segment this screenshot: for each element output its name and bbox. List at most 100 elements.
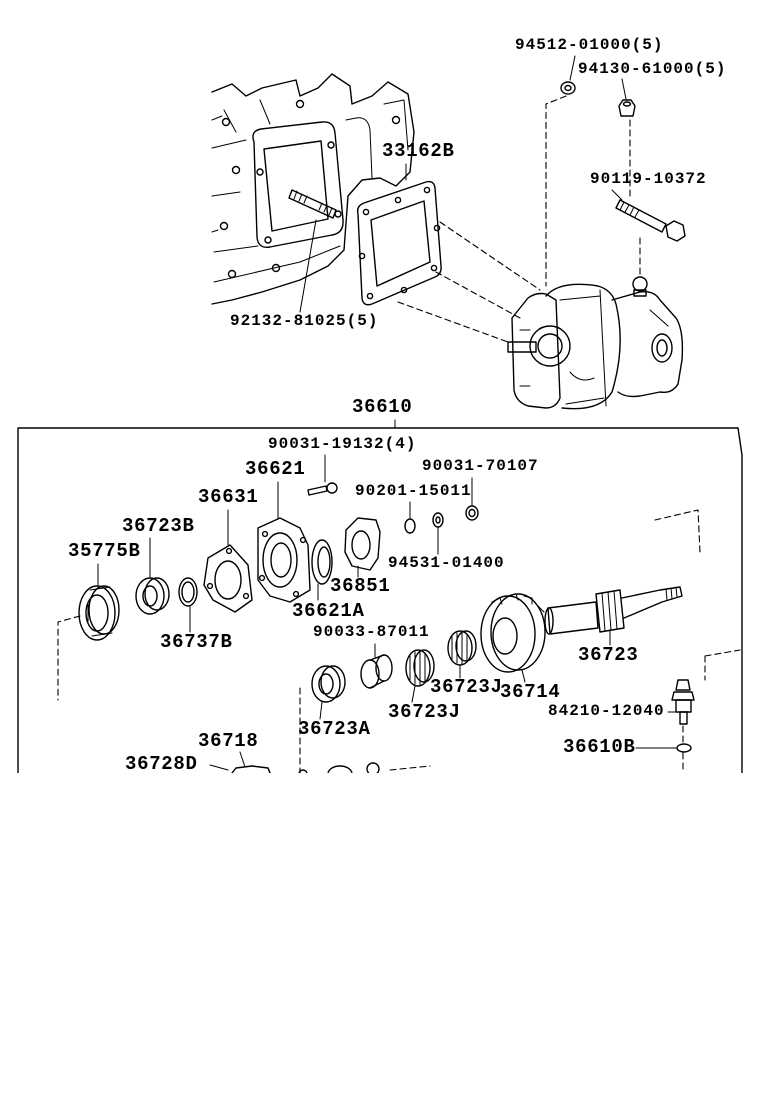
gear-36714-drawing	[480, 593, 546, 673]
partial-part	[231, 765, 271, 773]
cover-outline	[257, 517, 311, 603]
gasket-inner	[370, 200, 431, 287]
callout-90201-15011[interactable]: 90201-15011	[355, 482, 472, 500]
bearing-outer	[405, 649, 431, 687]
bolt-90031-19132-drawing	[307, 482, 338, 496]
parts-diagram: 94512-01000(5) 94130-61000(5) 33162B 901…	[17, 36, 743, 774]
sensor-connector	[675, 679, 691, 691]
callout-36610-assembly[interactable]: 36610	[352, 396, 413, 418]
callout-36728d[interactable]: 36728D	[125, 753, 198, 774]
callout-36723[interactable]: 36723	[578, 644, 639, 666]
nut-bore	[622, 101, 632, 107]
callout-36851[interactable]: 36851	[330, 575, 391, 597]
callout-36714[interactable]: 36714	[500, 681, 561, 703]
pump-side-port	[651, 333, 673, 363]
nut-hex	[618, 99, 636, 117]
callout-36723j-right[interactable]: 36723J	[430, 676, 503, 698]
upper-leader-lines	[299, 55, 627, 313]
gasket-bore	[214, 560, 242, 600]
shaft-front-journal	[547, 601, 599, 635]
gasket-outline	[203, 544, 253, 613]
callout-36631[interactable]: 36631	[198, 486, 259, 508]
callout-90031-19132[interactable]: 90031-19132(4)	[268, 435, 417, 453]
washer-90201-drawing	[404, 518, 416, 534]
callout-36621a[interactable]: 36621A	[292, 600, 365, 622]
speed-sensor-84210-drawing	[671, 679, 695, 725]
bearing-front	[311, 665, 341, 703]
flange-bore	[351, 530, 371, 560]
flange-hole	[264, 236, 272, 244]
callout-90033-87011[interactable]: 90033-87011	[313, 623, 430, 641]
callout-94531-01400[interactable]: 94531-01400	[388, 554, 505, 572]
bearing-back	[144, 577, 170, 611]
callout-90031-70107[interactable]: 90031-70107	[422, 457, 539, 475]
stud-92132-drawing	[288, 189, 337, 219]
bearing-needles	[451, 631, 468, 665]
gasket-hole	[206, 582, 214, 590]
case-bolt-hole	[221, 117, 231, 127]
gasket-hole	[394, 196, 402, 204]
stud-thread	[293, 190, 333, 216]
case-flange-outer	[252, 121, 344, 248]
needle-bearing-36723j-right-drawing	[447, 630, 477, 666]
cover-bolt-hole	[299, 536, 307, 544]
gasket-hole	[400, 286, 408, 294]
washer-36610b-drawing	[676, 743, 692, 753]
callout-94512-01000[interactable]: 94512-01000(5)	[515, 36, 664, 54]
bearing-36723a-drawing	[311, 665, 346, 703]
callout-35775b[interactable]: 35775B	[68, 540, 141, 562]
flange-hole	[327, 141, 335, 149]
gasket-hole	[358, 252, 366, 260]
pump-rear-housing	[611, 290, 684, 398]
pump-detail-lines	[519, 289, 669, 407]
spacer-90033-drawing	[360, 654, 393, 689]
bearing-back	[455, 630, 477, 662]
seal-inner	[317, 546, 331, 578]
nut-94130-drawing	[618, 99, 636, 117]
case-bolt-hole	[295, 99, 305, 109]
gasket-hole	[242, 592, 250, 600]
parts-diagram-drawing	[17, 55, 743, 773]
gear-front	[480, 595, 536, 673]
shaft-gear	[595, 589, 625, 633]
bearing-needles	[409, 650, 426, 686]
seal-bore	[85, 594, 109, 632]
case-outline	[211, 73, 415, 305]
gear-teeth	[491, 593, 545, 613]
callout-36723b[interactable]: 36723B	[122, 515, 195, 537]
callout-36723j-left[interactable]: 36723J	[388, 701, 461, 723]
callout-36723a[interactable]: 36723A	[298, 718, 371, 740]
gasket-36631-drawing	[203, 544, 253, 613]
bearing-bore	[318, 673, 334, 695]
sensor-hex	[671, 691, 695, 701]
gasket-hole	[433, 224, 441, 232]
callout-90119-10372[interactable]: 90119-10372	[590, 170, 707, 188]
pump-flange	[511, 292, 561, 409]
partial-part	[298, 769, 308, 773]
callout-84210-12040[interactable]: 84210-12040	[548, 702, 665, 720]
gasket-33162b-drawing	[356, 180, 442, 306]
ring-inner	[181, 581, 195, 603]
callout-36610b[interactable]: 36610B	[563, 736, 636, 758]
pto-pump-drawing	[507, 276, 684, 410]
cover-36621-drawing	[257, 517, 311, 603]
bolt-head	[326, 482, 338, 494]
bearing-bore	[142, 585, 158, 607]
callout-36621[interactable]: 36621	[245, 458, 306, 480]
shaft-36723-drawing	[544, 586, 683, 635]
gasket-hole	[430, 264, 438, 272]
shaft-gear-teeth	[601, 590, 618, 632]
bolt-shank	[615, 199, 667, 233]
gasket-hole	[423, 186, 431, 194]
callout-33162b[interactable]: 33162B	[382, 140, 455, 162]
seal-36621a-drawing	[311, 539, 333, 585]
callout-36718[interactable]: 36718	[198, 730, 259, 752]
gasket-hole	[366, 292, 374, 300]
cover-bolt-hole	[258, 574, 266, 582]
callout-92132-81025[interactable]: 92132-81025(5)	[230, 312, 379, 330]
gear-back	[490, 593, 546, 671]
assembly-36610-frame	[17, 427, 743, 773]
callout-94130-61000[interactable]: 94130-61000(5)	[578, 60, 727, 78]
callout-36737b[interactable]: 36737B	[160, 631, 233, 653]
washer-inner	[435, 516, 441, 524]
